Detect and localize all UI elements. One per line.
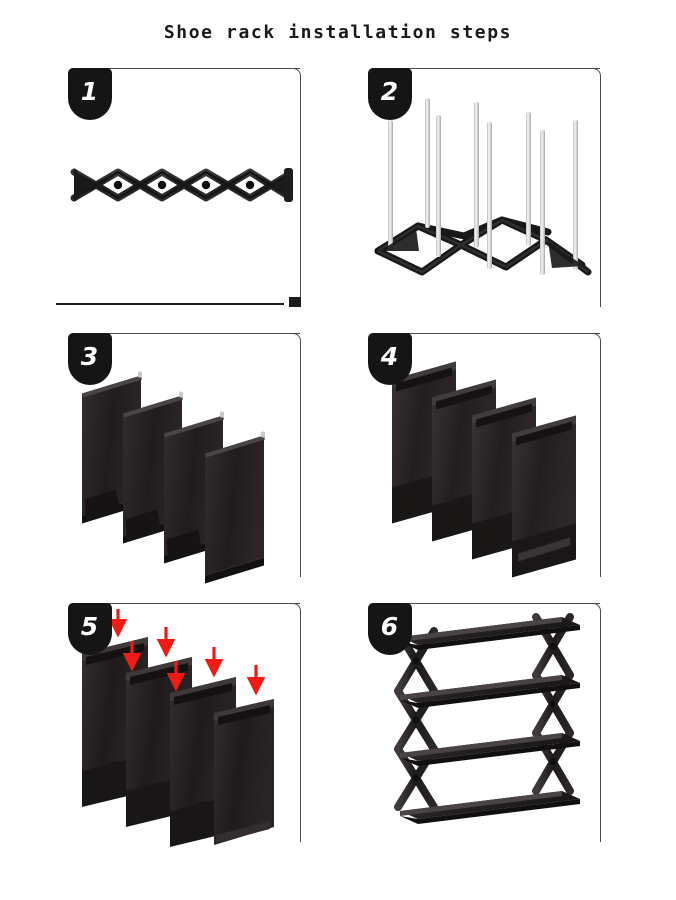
- panel-corner-border: [290, 603, 301, 613]
- step-badge-1: 1: [67, 68, 112, 120]
- step-panel-2: 2: [356, 60, 621, 325]
- step-illustration-2: [356, 60, 621, 325]
- panel-corner-border: [590, 333, 601, 343]
- step-badge-2: 2: [367, 68, 412, 120]
- panel-bottom-border: [55, 303, 284, 305]
- step-panel-6: 6: [356, 595, 621, 860]
- step-number-label: 4: [380, 341, 399, 371]
- panel-right-border: [599, 77, 601, 307]
- step-number-label: 2: [380, 76, 399, 106]
- panel-right-border: [299, 612, 301, 842]
- step-number-label: 3: [80, 341, 99, 371]
- step-illustration-5: [56, 595, 321, 860]
- panel-top-border: [83, 68, 300, 69]
- step-illustration-1: [56, 60, 321, 325]
- step-badge-5: 5: [67, 603, 112, 655]
- step-panel-3: 3: [56, 325, 321, 595]
- panel-corner-border: [590, 68, 601, 78]
- step-panel-1: 1: [55, 60, 321, 325]
- step-panel-4: 4: [356, 325, 621, 595]
- step-number-label: 6: [380, 611, 399, 641]
- step-number-label: 5: [80, 611, 99, 641]
- step-illustration-3: [56, 325, 321, 595]
- panel-top-border: [383, 603, 600, 604]
- step-illustration-6: [356, 595, 621, 860]
- steps-grid: 1: [0, 60, 676, 860]
- step-badge-6: 6: [367, 603, 412, 655]
- panel-top-border: [383, 333, 600, 334]
- step-badge-3: 3: [67, 333, 112, 385]
- panel-top-border: [83, 603, 300, 604]
- page-title: Shoe rack installation steps: [163, 22, 513, 43]
- panel-right-border: [599, 342, 601, 577]
- panel-right-border: [299, 77, 301, 303]
- step-number-label: 1: [80, 76, 99, 106]
- step-badge-4: 4: [367, 333, 412, 385]
- panel-corner-block: [288, 297, 301, 307]
- panel-corner-border: [290, 333, 301, 343]
- step-panel-5: 5: [56, 595, 321, 860]
- panel-corner-border: [290, 68, 301, 78]
- panel-corner-border: [590, 603, 601, 613]
- panel-top-border: [83, 333, 300, 334]
- panel-right-border: [599, 612, 601, 842]
- panel-top-border: [383, 68, 600, 69]
- step-illustration-4: [356, 325, 621, 595]
- panel-right-border: [299, 342, 301, 577]
